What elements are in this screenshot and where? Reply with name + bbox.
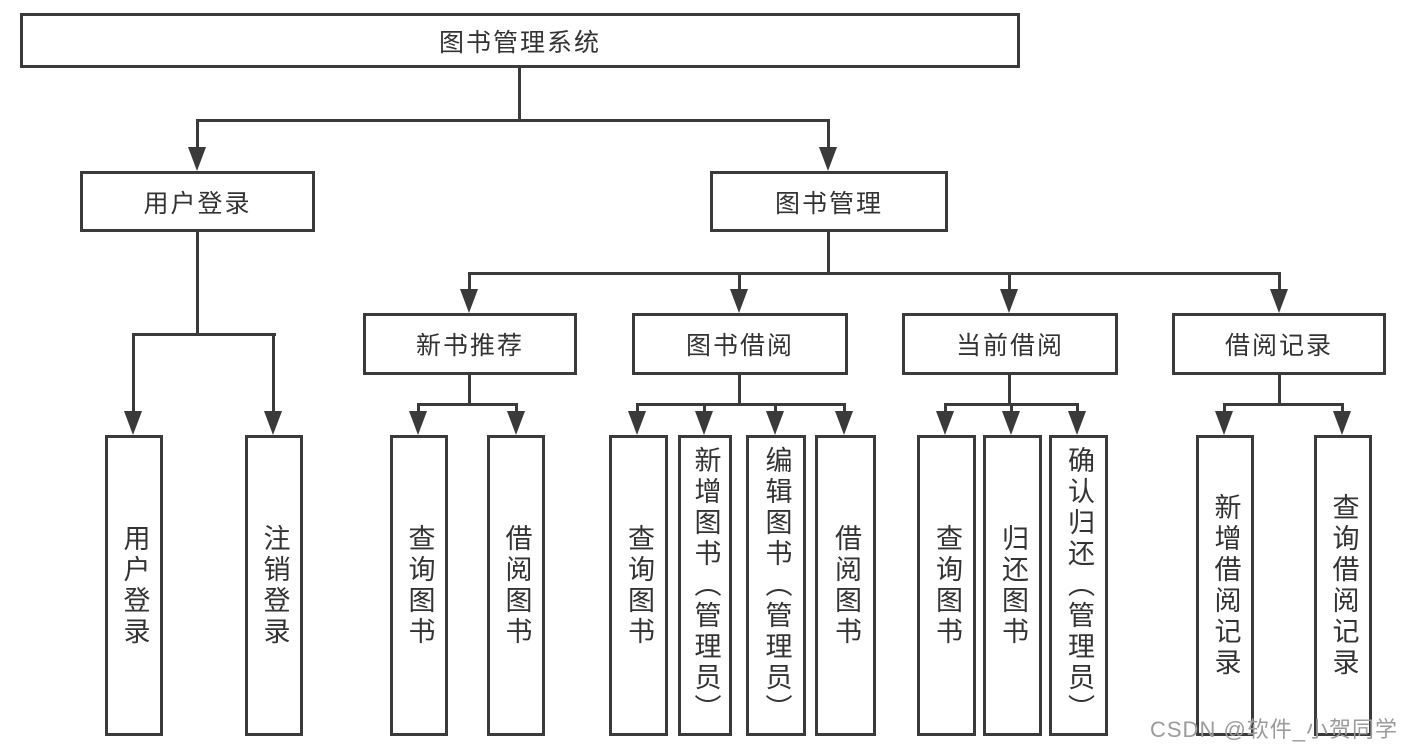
arrowhead-down-icon: [188, 147, 206, 171]
node-root-library-system: 图书管理系统: [20, 13, 1020, 68]
arrowhead-down-icon: [835, 411, 853, 435]
connector-line: [468, 272, 471, 294]
arrowhead-down-icon: [936, 411, 954, 435]
connector-line: [774, 403, 777, 417]
arrowhead-down-icon: [507, 411, 525, 435]
connector-line: [417, 403, 518, 406]
connector-line: [738, 375, 741, 406]
connector-line: [1278, 375, 1281, 406]
leaf-add-books-admin: 新增图书（管理员）: [678, 435, 732, 736]
connector-line: [827, 232, 830, 275]
arrowhead-down-icon: [1000, 289, 1018, 313]
connector-line: [196, 119, 199, 153]
connector-line: [196, 119, 830, 122]
leaf-edit-books-admin: 编辑图书（管理员）: [746, 435, 806, 736]
connector-line: [1010, 403, 1013, 417]
arrowhead-down-icon: [124, 411, 142, 435]
leaf-query-borrow-record: 查询借阅记录: [1314, 435, 1372, 736]
arrowhead-down-icon: [1215, 411, 1233, 435]
connector-line: [468, 272, 1281, 275]
leaf-add-borrow-record: 新增借阅记录: [1196, 435, 1254, 736]
connector-line: [132, 333, 135, 415]
arrowhead-down-icon: [460, 289, 478, 313]
node-new-book-recommend: 新书推荐: [363, 313, 577, 375]
connector-line: [196, 232, 199, 335]
node-current-borrow: 当前借阅: [902, 313, 1118, 375]
arrowhead-down-icon: [766, 411, 784, 435]
connector-line: [636, 403, 846, 406]
connector-line: [132, 333, 276, 336]
connector-line: [1223, 403, 1344, 406]
leaf-logout: 注销登录: [245, 435, 303, 736]
connector-line: [636, 403, 639, 417]
leaf-user-login: 用户登录: [105, 435, 163, 736]
arrowhead-down-icon: [1068, 411, 1086, 435]
connector-line: [703, 403, 706, 417]
connector-line: [944, 403, 947, 417]
arrowhead-down-icon: [1002, 411, 1020, 435]
connector-line: [1278, 272, 1281, 294]
connector-line: [843, 403, 846, 417]
arrowhead-down-icon: [628, 411, 646, 435]
connector-line: [1008, 272, 1011, 294]
connector-line: [518, 68, 521, 122]
node-borrow-records: 借阅记录: [1172, 313, 1386, 375]
arrowhead-down-icon: [695, 411, 713, 435]
leaf-return-books: 归还图书: [983, 435, 1042, 736]
leaf-borrow-books-recommend: 借阅图书: [487, 435, 545, 736]
connector-line: [738, 272, 741, 294]
csdn-watermark: CSDN @软件_小贺同学: [1150, 717, 1399, 742]
node-book-borrow: 图书借阅: [632, 313, 848, 375]
connector-line: [1223, 403, 1226, 417]
leaf-query-books-borrow: 查询图书: [609, 435, 668, 736]
arrowhead-down-icon: [819, 147, 837, 171]
arrowhead-down-icon: [409, 411, 427, 435]
arrowhead-down-icon: [264, 411, 282, 435]
connector-line: [827, 119, 830, 153]
arrowhead-down-icon: [730, 289, 748, 313]
leaf-query-books-recommend: 查询图书: [390, 435, 448, 736]
connector-line: [1341, 403, 1344, 417]
arrowhead-down-icon: [1333, 411, 1351, 435]
connector-line: [1008, 375, 1011, 406]
node-book-management: 图书管理: [710, 171, 948, 232]
leaf-confirm-return-admin: 确认归还（管理员）: [1049, 435, 1108, 736]
leaf-borrow-books: 借阅图书: [815, 435, 876, 736]
arrowhead-down-icon: [1270, 289, 1288, 313]
connector-line: [468, 375, 471, 406]
connector-line: [417, 403, 420, 417]
leaf-query-books-current: 查询图书: [917, 435, 976, 736]
connector-line: [515, 403, 518, 417]
node-user-login: 用户登录: [80, 171, 315, 232]
connector-line: [272, 333, 275, 415]
connector-line: [1076, 403, 1079, 417]
